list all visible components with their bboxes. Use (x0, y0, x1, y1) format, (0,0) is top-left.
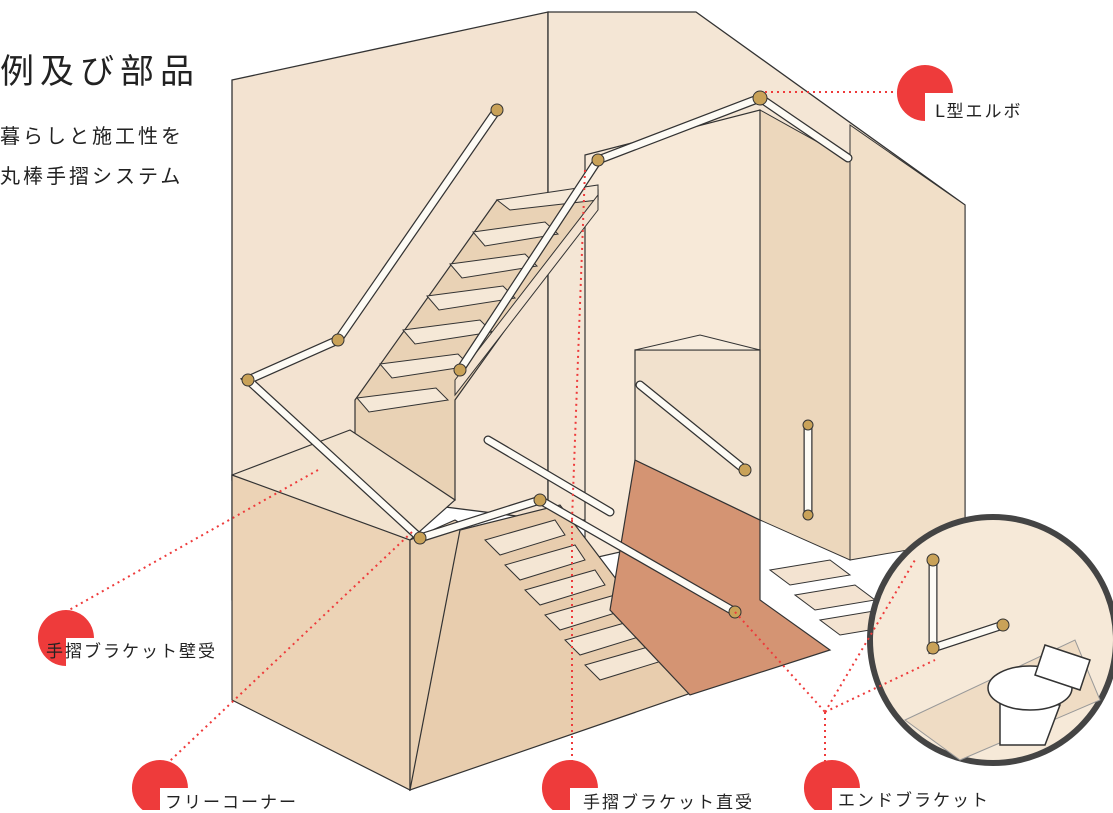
callout-label-free-corner: フリーコーナー (165, 793, 298, 813)
toilet-detail-circle (867, 514, 1113, 766)
fitting-corner (413, 531, 427, 545)
description-line-2: 丸棒手摺システム (0, 164, 184, 188)
description: 暮らしと施工性を 丸棒手摺システム (0, 116, 184, 196)
fitting-end (802, 509, 814, 521)
fitting-end (490, 103, 504, 117)
fitting-corner (591, 153, 605, 167)
callout-marker-elbow (896, 65, 953, 121)
fitting-corner (752, 90, 768, 106)
page-title: 例及び部品 (0, 52, 200, 92)
description-line-1: 暮らしと施工性を (0, 124, 184, 148)
fitting-corner (241, 373, 255, 387)
fitting-end (453, 363, 467, 377)
fitting-end (738, 463, 752, 477)
callout-label-direct-bracket: 手摺ブラケット直受 (583, 793, 754, 813)
fitting-corner (331, 333, 345, 347)
fitting-corner (533, 493, 547, 507)
callout-label-end-bracket: エンドブラケット (838, 791, 990, 811)
toilet-icon (987, 644, 1091, 746)
fitting-end (802, 419, 814, 431)
callout-label-l-elbow: L型エルボ (935, 102, 1023, 122)
callout-label-wall-bracket: 手摺ブラケット壁受 (46, 642, 217, 662)
rail-fittings (241, 90, 814, 619)
callout-marker-cuts (66, 93, 957, 810)
